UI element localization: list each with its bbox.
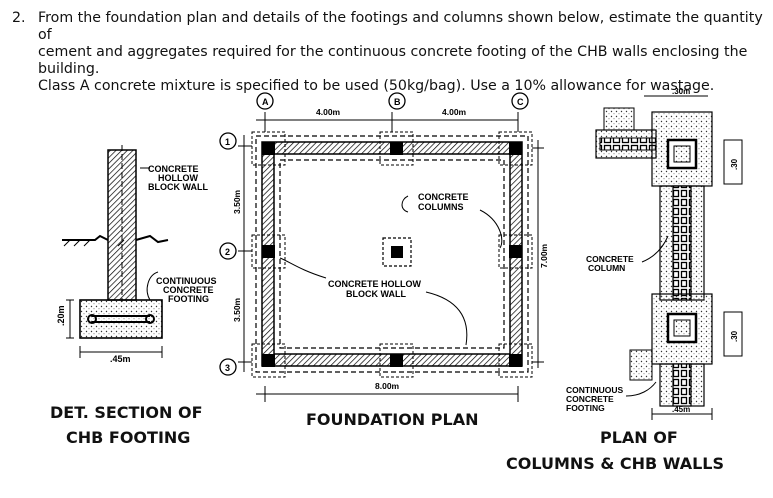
section-wall-label-2: HOLLOW bbox=[158, 173, 198, 183]
plan-top-dim-2: 4.00m bbox=[442, 107, 467, 117]
grid-bubble-c: C bbox=[517, 97, 524, 107]
grid-bubble-2: 2 bbox=[225, 247, 230, 257]
grid-bubble-b: B bbox=[394, 97, 401, 107]
section-wall-label-3: BLOCK WALL bbox=[148, 182, 208, 192]
plan-right-dim: 7.00m bbox=[539, 243, 549, 268]
problem-line-2: cement and aggregates required for the c… bbox=[38, 44, 748, 77]
problem-text: From the foundation plan and details of … bbox=[38, 10, 768, 95]
problem-number: 2. bbox=[12, 10, 26, 26]
columns-footing-label-2: CONCRETE bbox=[566, 394, 614, 404]
columns-caption-2: COLUMNS & CHB WALLS bbox=[506, 454, 724, 473]
plan-left-dim-2: 3.50m bbox=[232, 297, 242, 322]
section-footing-label-1: CONTINUOUS bbox=[156, 276, 217, 286]
plan-columns-walls: .30m .30 .30 CONCRETE COLUMN CONTINUOUS … bbox=[506, 87, 743, 473]
grid-bubble-3: 3 bbox=[225, 363, 230, 373]
grid-bubble-a: A bbox=[262, 97, 269, 107]
columns-footing-label-3: FOOTING bbox=[566, 403, 605, 413]
problem-line-3: Class A concrete mixture is specified to… bbox=[38, 78, 715, 94]
grid-bubble-1: 1 bbox=[225, 137, 230, 147]
columns-column-label-2: COLUMN bbox=[588, 263, 625, 273]
problem-line-1: From the foundation plan and details of … bbox=[38, 10, 763, 43]
plan-wall-label-2: BLOCK WALL bbox=[346, 289, 406, 299]
columns-column-label-1: CONCRETE bbox=[586, 254, 634, 264]
section-caption-1: DET. SECTION OF bbox=[50, 403, 203, 422]
section-caption-2: CHB FOOTING bbox=[66, 428, 190, 447]
section-footing-label-3: FOOTING bbox=[168, 294, 209, 304]
columns-side-dim-2: .30 bbox=[730, 330, 739, 342]
plan-left-dim-1: 3.50m bbox=[232, 189, 242, 214]
plan-columns-label-1: CONCRETE bbox=[418, 192, 469, 202]
columns-footing-label-1: CONTINUOUS bbox=[566, 385, 623, 395]
plan-bottom-dim: 8.00m bbox=[375, 381, 400, 391]
columns-caption-1: PLAN OF bbox=[600, 428, 678, 447]
section-footing-label-2: CONCRETE bbox=[163, 285, 214, 295]
plan-caption: FOUNDATION PLAN bbox=[306, 410, 478, 429]
section-width-dim: .45m bbox=[110, 354, 131, 364]
columns-footing-dim: .45m bbox=[672, 405, 690, 414]
foundation-plan: 4.00m 4.00m A B C 1 2 3 3.50m 3.50m bbox=[219, 92, 549, 429]
plan-columns-label-2: COLUMNS bbox=[418, 202, 464, 212]
section-height-dim: .20m bbox=[56, 305, 66, 326]
columns-top-dim: .30m bbox=[672, 87, 690, 96]
section-detail: .20m .45m CONCRETE HOLLOW BLOCK WALL CON… bbox=[50, 145, 217, 447]
plan-top-dim-1: 4.00m bbox=[316, 107, 341, 117]
plan-wall-label-1: CONCRETE HOLLOW bbox=[328, 279, 421, 289]
section-wall-label-1: CONCRETE bbox=[148, 164, 199, 174]
columns-side-dim-1: .30 bbox=[730, 158, 739, 170]
